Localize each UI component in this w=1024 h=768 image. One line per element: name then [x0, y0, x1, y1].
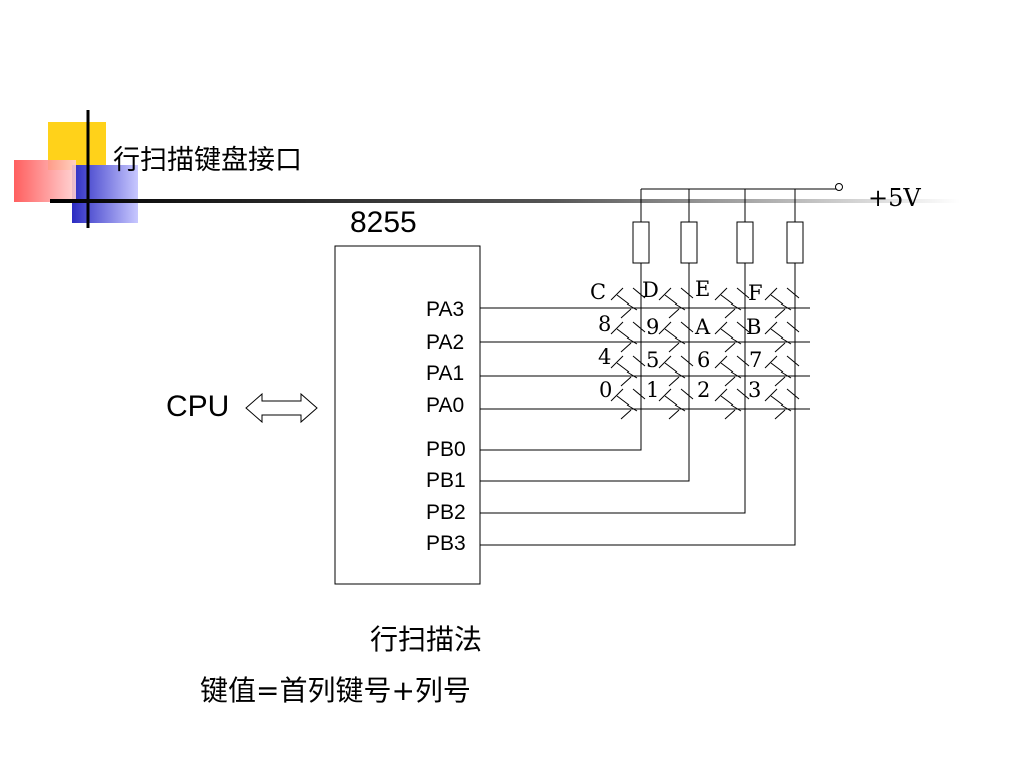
- key-switch-icon: [764, 355, 800, 387]
- slide-title: 行扫描键盘接口: [113, 145, 302, 176]
- port-label-pb2: PB2: [426, 501, 466, 524]
- port-label-pa0: PA0: [426, 394, 465, 417]
- key-label: C: [590, 280, 607, 304]
- col-line-pb2: [480, 263, 746, 514]
- key-label: 9: [646, 315, 660, 339]
- key-label: 6: [697, 348, 711, 372]
- key-label: 3: [748, 378, 762, 402]
- key-switch-icon: [714, 321, 750, 353]
- key-label: 2: [697, 378, 711, 402]
- key-switch-icon: [714, 287, 750, 319]
- key-switch-icon: [610, 388, 646, 420]
- port-label-pa3: PA3: [426, 298, 465, 321]
- pull-up-resistors: [632, 183, 843, 264]
- key-label: A: [695, 315, 711, 339]
- col-line-pb0: [480, 263, 642, 451]
- resistor-icon: [736, 221, 754, 264]
- port-label-pb3: PB3: [426, 532, 466, 555]
- key-label: 8: [598, 312, 612, 336]
- key-switch-icon: [658, 388, 694, 420]
- deco-blue-square: [72, 165, 138, 223]
- method-caption: 行扫描法: [370, 623, 483, 656]
- port-label-pa1: PA1: [426, 362, 465, 385]
- col-line-pb1: [480, 263, 690, 482]
- key-label: E: [695, 277, 711, 301]
- key-label: 7: [749, 348, 763, 372]
- resistor-icon: [680, 221, 698, 264]
- formula-caption: 键值=首列键号+列号: [200, 674, 471, 707]
- key-switch-icon: [714, 388, 750, 420]
- key-switch-icon: [658, 355, 694, 387]
- key-label: D: [642, 278, 659, 302]
- resistor-icon: [632, 221, 650, 264]
- key-label: B: [746, 315, 762, 339]
- supply-terminal-icon: [835, 183, 843, 191]
- key-switch-icon: [610, 355, 646, 387]
- column-lines: [480, 263, 796, 546]
- chip-8255-box: [334, 245, 481, 585]
- resistor-icon: [786, 221, 804, 264]
- col-line-pb3: [480, 263, 796, 546]
- key-switch-icon: [714, 355, 750, 387]
- bidirectional-arrow-icon: [245, 392, 318, 424]
- port-label-pa2: PA2: [426, 331, 465, 354]
- title-rule: [50, 199, 960, 203]
- key-switch-icon: [610, 287, 646, 319]
- port-label-pb0: PB0: [426, 438, 466, 461]
- row-lines: [480, 307, 810, 410]
- key-label: 0: [599, 378, 613, 402]
- supply-label: +5V: [868, 184, 921, 212]
- deco-red-square: [14, 160, 76, 202]
- key-switch-icon: [610, 321, 646, 353]
- key-label: 5: [646, 348, 660, 372]
- key-label: 4: [598, 345, 612, 369]
- cpu-label: CPU: [166, 390, 230, 423]
- key-switch-icon: [764, 388, 800, 420]
- key-label: F: [748, 281, 763, 305]
- key-switch-icon: [658, 321, 694, 353]
- key-label: 1: [646, 378, 660, 402]
- key-switch-icon: [764, 321, 800, 353]
- port-label-pb1: PB1: [426, 469, 466, 492]
- chip-label: 8255: [350, 206, 417, 239]
- key-switches: [610, 287, 800, 420]
- key-switch-icon: [764, 287, 800, 319]
- key-switch-icon: [658, 287, 694, 319]
- title-decoration: [14, 110, 960, 228]
